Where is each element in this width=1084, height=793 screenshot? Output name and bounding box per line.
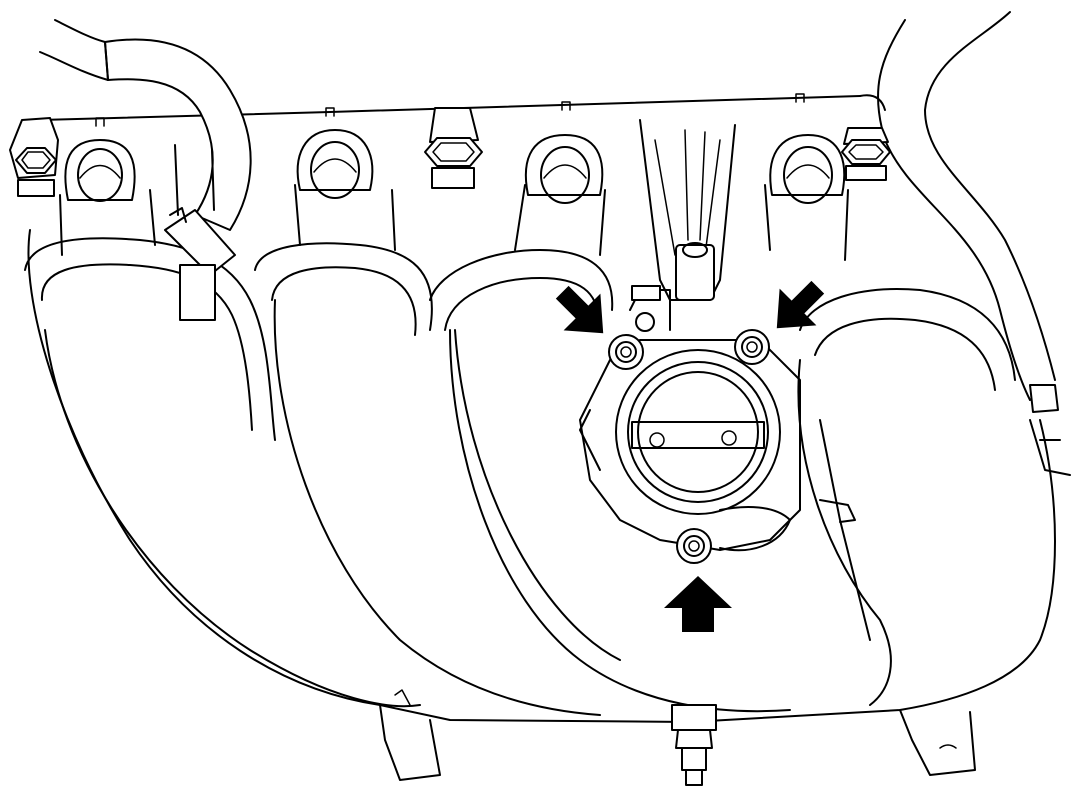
drain-fitting (671, 704, 717, 786)
hose-right (876, 11, 1056, 401)
manifold-top-rail (39, 93, 886, 127)
hose-icon (39, 19, 252, 231)
mounting-bolt-left (9, 117, 59, 197)
mounting-bolt-right (841, 127, 891, 181)
arrow-upper-right (776, 280, 825, 329)
throttle-body (579, 285, 856, 552)
side-fitting (1029, 384, 1071, 476)
connector-icon (164, 144, 236, 321)
throttle-body-bolt-bottom (676, 528, 712, 564)
arrow-bottom (664, 576, 732, 632)
mounting-bolt-center (424, 107, 483, 189)
center-bracket (639, 119, 736, 301)
runner-4 (764, 134, 1016, 706)
arrow-icon (555, 285, 604, 334)
bolt-icon (608, 334, 644, 370)
runner-2 (254, 129, 601, 716)
throttle-body-bolt-upper-right (734, 329, 770, 365)
